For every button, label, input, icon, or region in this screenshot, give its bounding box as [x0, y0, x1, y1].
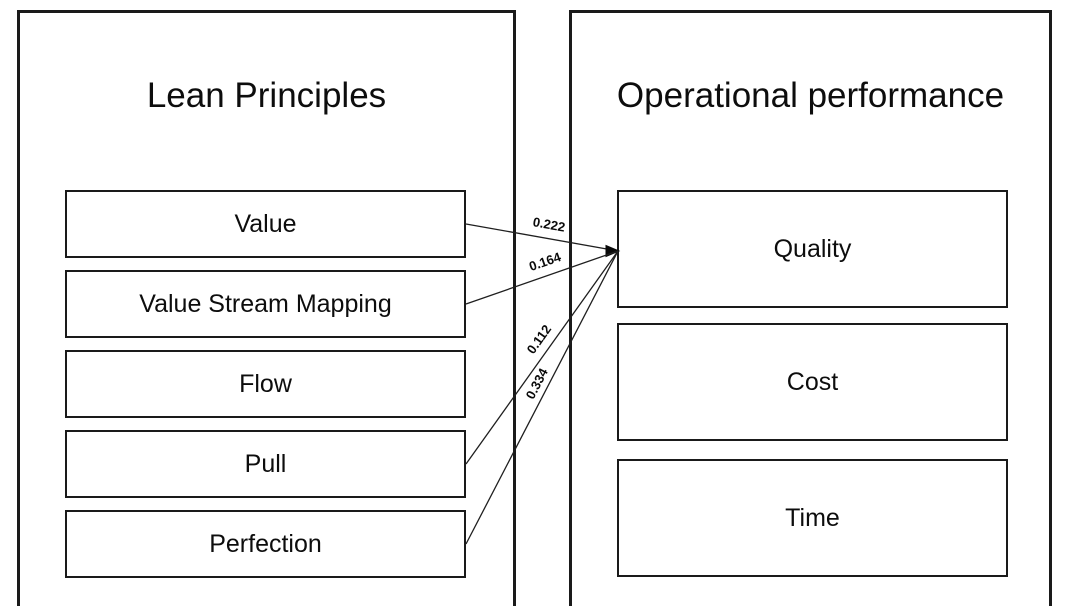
pull-label: Pull: [244, 449, 287, 478]
time-box: Time: [617, 459, 1008, 577]
value-label: Value: [234, 209, 297, 238]
path-coefficient-label: 0.334: [523, 365, 552, 401]
lean-principles-panel: Lean Principles Value Value Stream Mappi…: [17, 10, 516, 606]
quality-box: Quality: [617, 190, 1008, 308]
value-stream-mapping-label: Value Stream Mapping: [139, 289, 392, 318]
pull-box: Pull: [65, 430, 466, 498]
time-label: Time: [785, 503, 840, 532]
path-coefficient-label: 0.112: [524, 322, 555, 357]
path-coefficient-label: 0.222: [532, 214, 567, 234]
flow-label: Flow: [239, 369, 292, 398]
right-panel-title: Operational performance: [616, 76, 1005, 115]
quality-label: Quality: [773, 234, 852, 263]
path-coefficient-label: 0.164: [527, 249, 563, 274]
flow-box: Flow: [65, 350, 466, 418]
perfection-box: Perfection: [65, 510, 466, 578]
operational-performance-panel: Operational performance Quality Cost Tim…: [569, 10, 1052, 606]
cost-label: Cost: [786, 367, 839, 396]
left-panel-title: Lean Principles: [146, 76, 387, 115]
value-box: Value: [65, 190, 466, 258]
perfection-label: Perfection: [209, 529, 322, 558]
cost-box: Cost: [617, 323, 1008, 441]
value-stream-mapping-box: Value Stream Mapping: [65, 270, 466, 338]
